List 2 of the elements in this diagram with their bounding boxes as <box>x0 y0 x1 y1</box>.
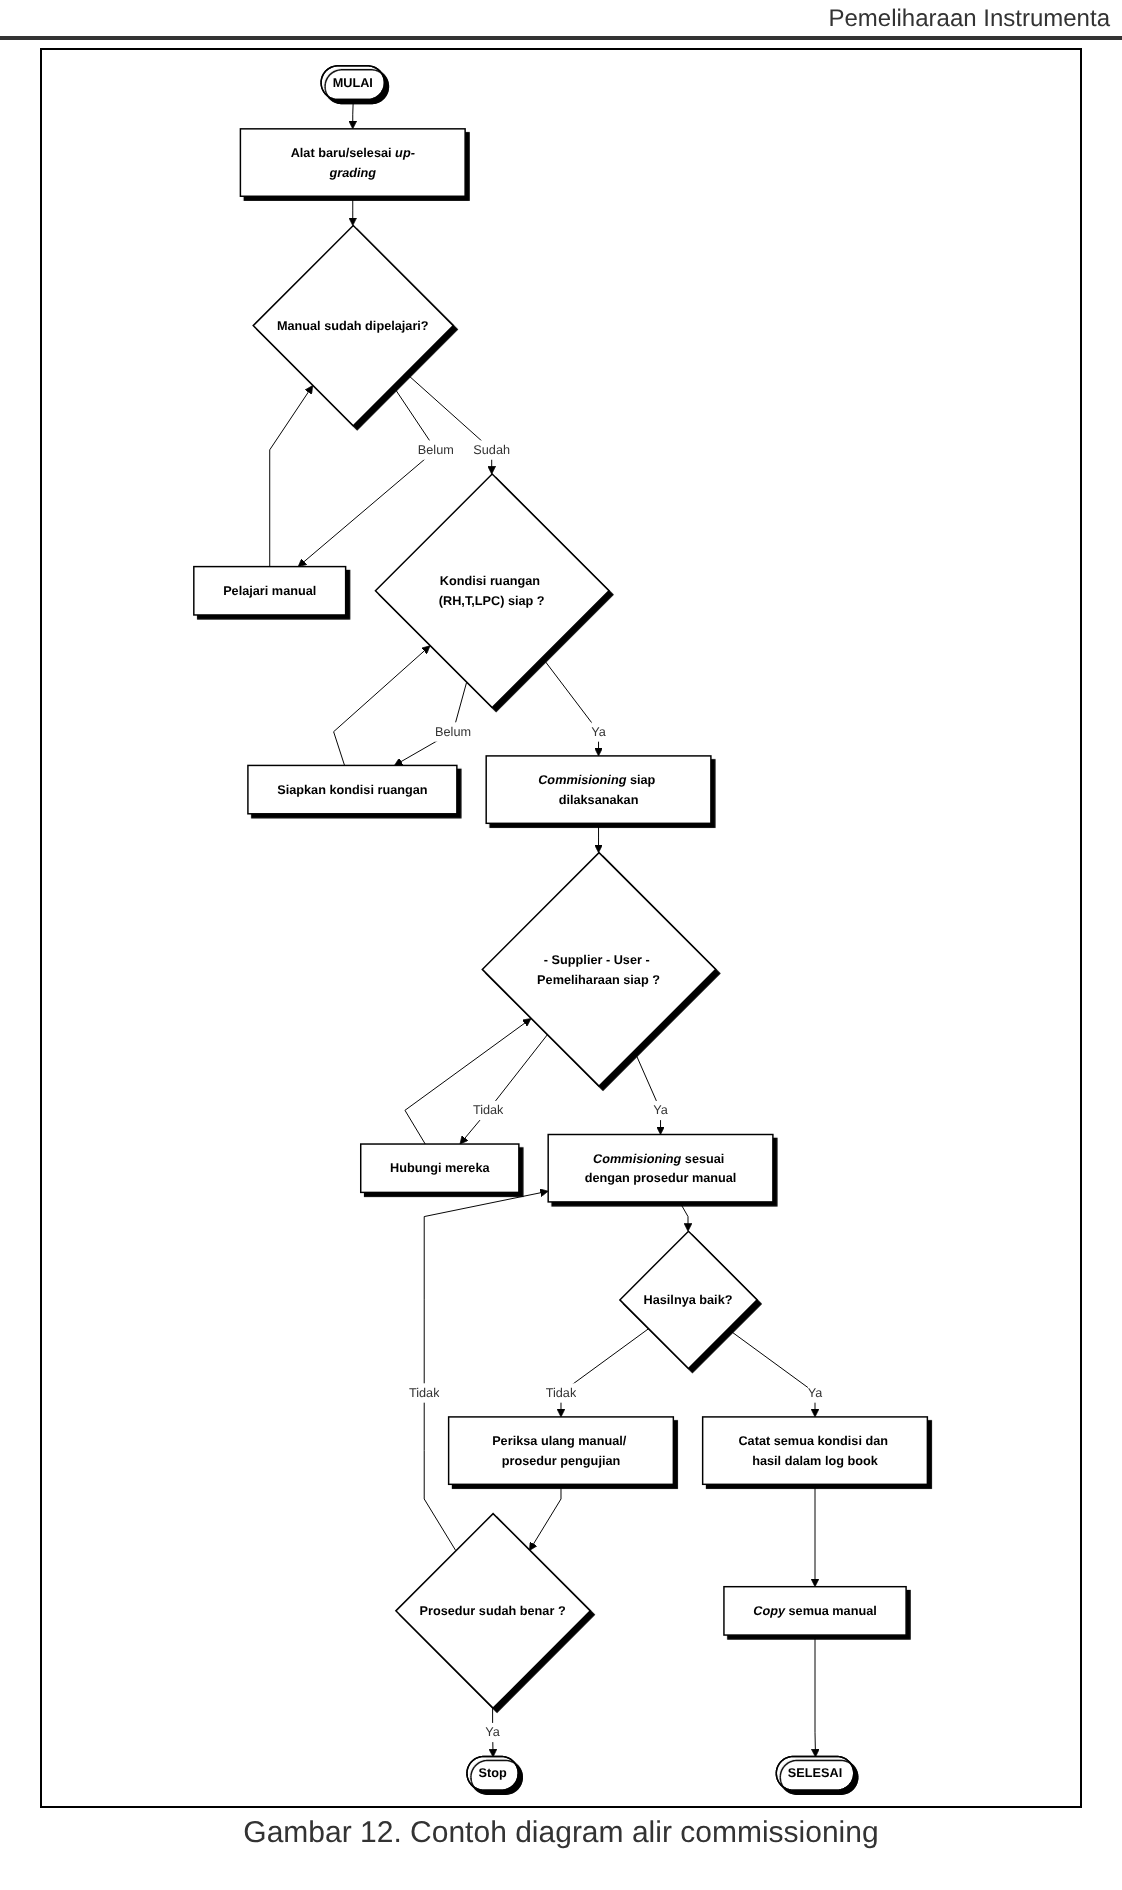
page-header: Pemeliharaan Instrumenta <box>0 0 1122 40</box>
figure-caption: Gambar 12. Contoh diagram alir commissioning <box>241 1816 881 1850</box>
